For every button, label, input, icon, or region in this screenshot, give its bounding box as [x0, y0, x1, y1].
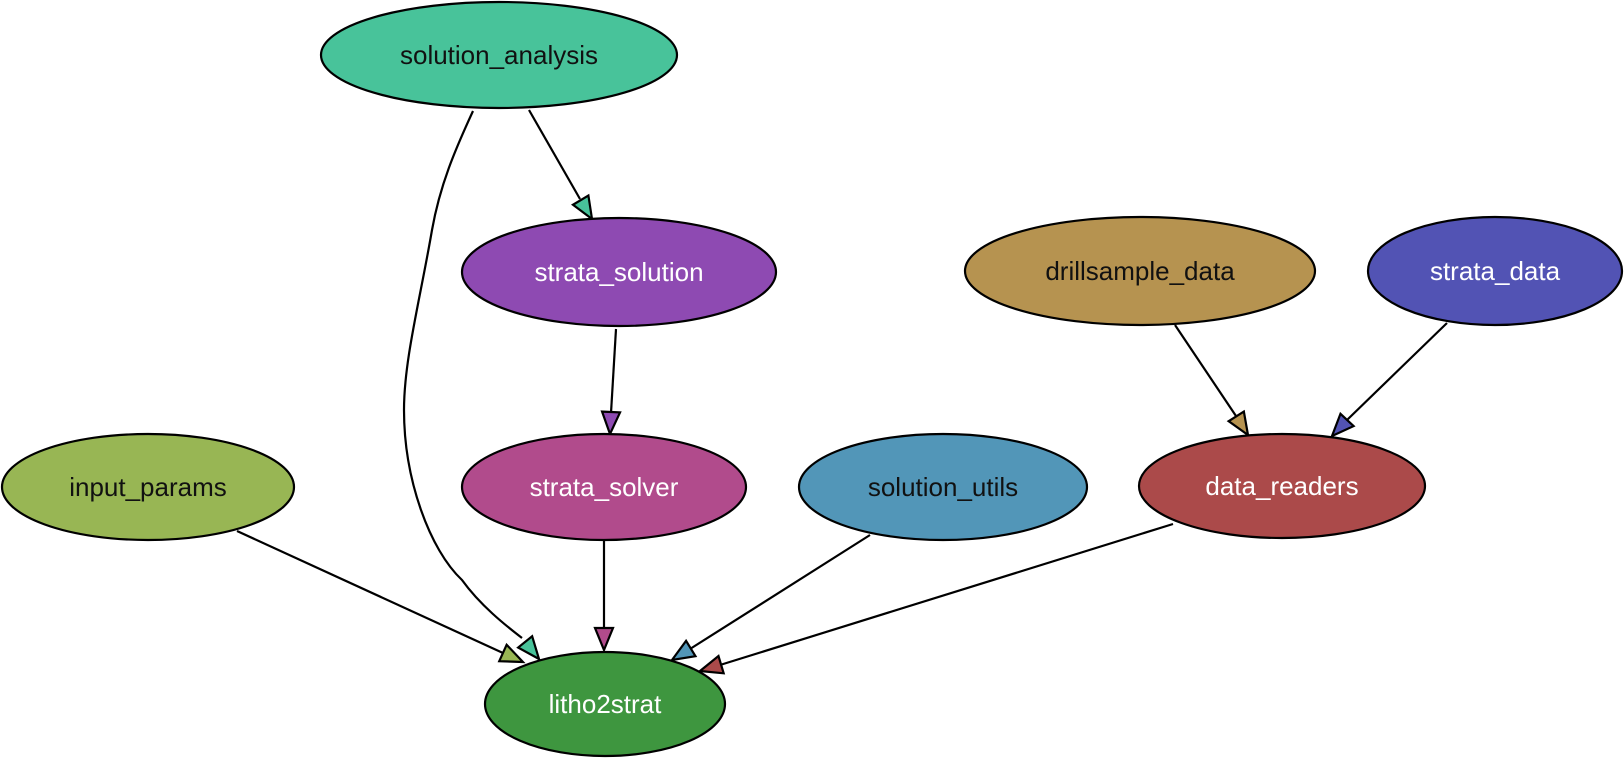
edge-line: [528, 109, 581, 200]
edge-strata_data-to-data_readers: [1330, 322, 1448, 439]
arrowhead-icon: [570, 193, 594, 222]
node-label: input_params: [69, 472, 227, 502]
node-ellipse: [1366, 215, 1624, 327]
edges-layer: [236, 109, 1448, 675]
edge-strata_solution-to-strata_solver: [600, 328, 622, 437]
arrowhead-icon: [497, 642, 526, 664]
edge-line: [236, 530, 504, 654]
node-ellipse: [1137, 432, 1427, 540]
arrowhead-icon: [1330, 411, 1356, 439]
edge-solution_analysis-to-strata_solution: [528, 109, 594, 222]
node-solution-analysis[interactable]: solution_analysis: [319, 0, 679, 110]
edge-line: [1174, 324, 1237, 417]
arrowhead-icon: [697, 654, 726, 675]
node-label: strata_solver: [530, 472, 679, 502]
node-label: strata_data: [1430, 256, 1561, 286]
edge-solution_analysis-to-litho2strat: [402, 110, 541, 662]
node-label: drillsample_data: [1045, 256, 1235, 286]
node-ellipse: [319, 0, 679, 110]
edge-data_readers-to-litho2strat: [697, 522, 1174, 675]
arrowhead-icon: [600, 410, 622, 437]
node-strata-data[interactable]: strata_data: [1366, 215, 1624, 327]
arrowhead-icon: [593, 626, 615, 653]
node-ellipse: [797, 432, 1089, 542]
node-drillsample-data[interactable]: drillsample_data: [963, 215, 1317, 327]
node-label: data_readers: [1205, 471, 1358, 501]
arrowhead-icon: [1226, 409, 1250, 438]
edge-solution_utils-to-litho2strat: [669, 534, 871, 662]
edge-input_params-to-litho2strat: [236, 530, 526, 664]
edge-line: [1346, 322, 1448, 421]
node-label: strata_solution: [534, 257, 703, 287]
node-input-params[interactable]: input_params: [0, 432, 296, 542]
edge-line: [719, 522, 1174, 667]
node-ellipse: [460, 432, 748, 542]
node-ellipse: [460, 216, 778, 328]
node-label: litho2strat: [549, 689, 662, 719]
edge-strata_solver-to-litho2strat: [593, 540, 615, 653]
node-data-readers[interactable]: data_readers: [1137, 432, 1427, 540]
node-litho2strat[interactable]: litho2strat: [483, 650, 727, 758]
edge-line: [609, 328, 618, 414]
node-ellipse: [0, 432, 296, 542]
arrowhead-icon: [669, 638, 698, 662]
edge-drillsample_data-to-data_readers: [1174, 324, 1250, 438]
edge-line: [402, 110, 523, 639]
node-label: solution_analysis: [400, 40, 598, 70]
node-strata-solver[interactable]: strata_solver: [460, 432, 748, 542]
arrowhead-icon: [516, 634, 541, 662]
edge-line: [689, 534, 871, 650]
node-label: solution_utils: [868, 472, 1018, 502]
node-strata-solution[interactable]: strata_solution: [460, 216, 778, 328]
node-solution-utils[interactable]: solution_utils: [797, 432, 1089, 542]
node-ellipse: [483, 650, 727, 758]
node-ellipse: [963, 215, 1317, 327]
